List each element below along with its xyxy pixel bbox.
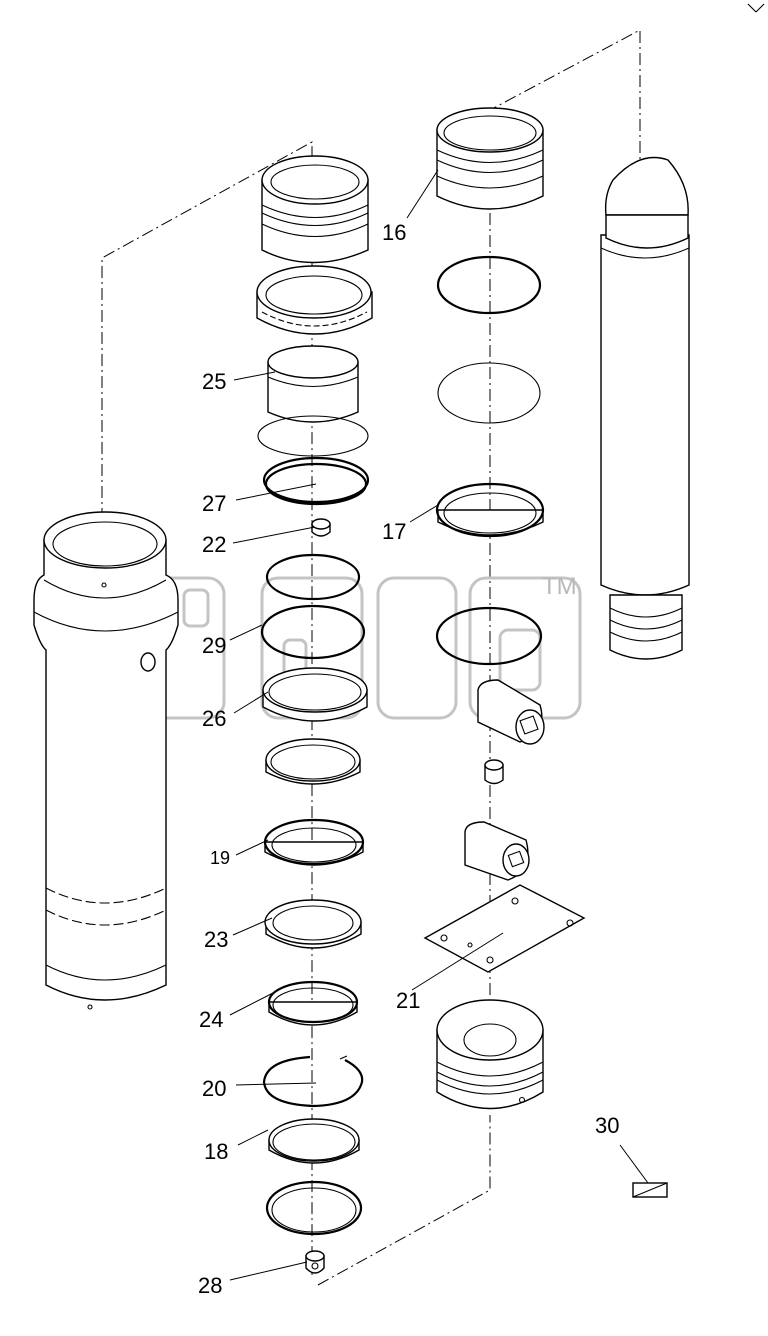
leader-lines xyxy=(229,169,649,1281)
callout-25: 25 xyxy=(202,369,226,394)
part-25-bushing xyxy=(267,345,359,423)
callout-23: 23 xyxy=(204,927,228,952)
callout-19: 19 xyxy=(210,848,230,868)
part-30-label-plate xyxy=(632,1182,668,1198)
assembly-centerlines xyxy=(101,29,641,1286)
callout-30: 30 xyxy=(595,1113,619,1138)
callout-27: 27 xyxy=(202,491,226,516)
callout-28: 28 xyxy=(198,1273,222,1298)
corner-arrow-icon xyxy=(747,3,765,13)
seal-rings-column xyxy=(257,415,370,1274)
callout-29: 29 xyxy=(202,633,226,658)
right-column-parts xyxy=(423,107,586,1110)
callout-26: 26 xyxy=(202,706,226,731)
callout-21: 21 xyxy=(396,988,420,1013)
callout-labels: 16 17 18 19 20 21 22 23 24 25 26 27 28 2… xyxy=(198,220,619,1298)
piston-rod xyxy=(600,156,690,660)
watermark-trademark: TM xyxy=(542,573,577,600)
callout-22: 22 xyxy=(202,532,226,557)
callout-16: 16 xyxy=(382,220,406,245)
callout-20: 20 xyxy=(202,1076,226,1101)
cylinder-barrel xyxy=(33,511,179,1010)
callout-18: 18 xyxy=(204,1139,228,1164)
callout-17: 17 xyxy=(382,519,406,544)
gland-top xyxy=(261,155,369,264)
callout-24: 24 xyxy=(199,1007,223,1032)
gland-nut xyxy=(256,265,373,335)
